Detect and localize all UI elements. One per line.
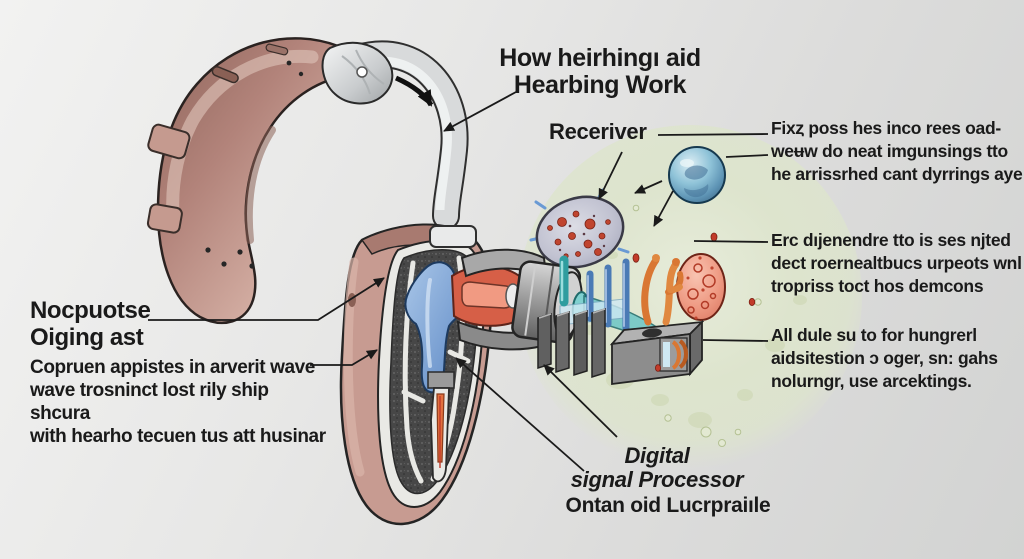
hook-attachment-cap	[321, 41, 394, 105]
dsp-label-line: Digital	[624, 443, 690, 468]
sphere-long-arrow	[653, 190, 674, 227]
title-arrow	[443, 91, 517, 132]
right-note-3: All dule su to for hungrerl aidsitestion…	[771, 324, 1023, 393]
receiver-label: Receriver	[549, 119, 647, 144]
diagram-title-line: How heirhingı aid	[499, 44, 701, 72]
receiver-to-note1-line	[657, 133, 769, 136]
microphone-heading-line: Nocpuotse	[30, 297, 151, 324]
right-note-2: Erc dıjenendre tto is ses njted dect roe…	[771, 229, 1023, 298]
mic-heading-arrow	[148, 277, 385, 321]
note-line: Copruen appistes in arverit wave	[30, 357, 315, 378]
note-line: All dule su to for hungrerl	[771, 325, 977, 345]
microphone-ports	[205, 60, 304, 269]
receiver-down-arrow	[598, 151, 623, 200]
left-note: Copruen appistes in arverit wave wave tr…	[30, 356, 330, 448]
blue-sphere	[668, 146, 726, 204]
dsp-caption: Ontan oid Lucrpraiıle	[565, 494, 771, 517]
orange-wires	[641, 254, 684, 326]
note-line: weʉw do neat imgunsings tto	[771, 141, 1008, 161]
canal-arrow	[455, 357, 585, 472]
digital-signal-processor-block	[537, 307, 705, 386]
note-line: wave trosninct lost rily ship shcura	[30, 380, 269, 424]
diagram-title-line: Hearbing Work	[513, 71, 687, 99]
pink-sphere	[676, 253, 726, 321]
microphone-heading-line: Oiging ast	[30, 324, 144, 351]
dsp-arrow	[543, 364, 618, 438]
note-line: tropriss toct hos demcons	[771, 276, 984, 296]
sphere-short-arrow	[634, 180, 663, 194]
note-line: nolurngr, use arcektings.	[771, 371, 972, 391]
dsp-label-line: signal Processor	[570, 467, 744, 492]
left-note-arrow	[310, 349, 378, 366]
note-line: he arrissrhed cant dyrrings aye	[771, 164, 1023, 184]
leader-lines	[148, 91, 769, 472]
right-note-1: Fixȥ poss hes inco rees oad- weʉw do nea…	[771, 117, 1023, 186]
tube-collar	[429, 225, 477, 248]
note-line: Fixȥ poss hes inco rees oad-	[771, 118, 1001, 138]
note-line: Erc dıjenendre tto is ses njted	[771, 230, 1011, 250]
note3-line	[702, 339, 769, 342]
microphone-heading: Nocpuotse Oiging ast	[30, 297, 151, 351]
device-slot	[211, 66, 239, 84]
diagram-title: How heirhingı aid Hearbing Work	[468, 45, 732, 99]
note-line: dect roernealtbucs urpeots wnl	[771, 253, 1022, 273]
blue-pins	[586, 258, 630, 332]
behind-the-ear-hearing-aid	[146, 37, 394, 325]
note2-line	[693, 240, 769, 243]
dsp-label: Digital signal Processor	[537, 444, 777, 492]
note-line: with hearho tecuen tus att husinar	[30, 426, 326, 447]
sphere-to-note1-line	[725, 154, 769, 158]
device-buttons	[146, 123, 191, 234]
sound-direction-arrow	[394, 75, 434, 107]
note-line: aidsitestion ɔ oger, sn: gahs	[771, 348, 998, 368]
